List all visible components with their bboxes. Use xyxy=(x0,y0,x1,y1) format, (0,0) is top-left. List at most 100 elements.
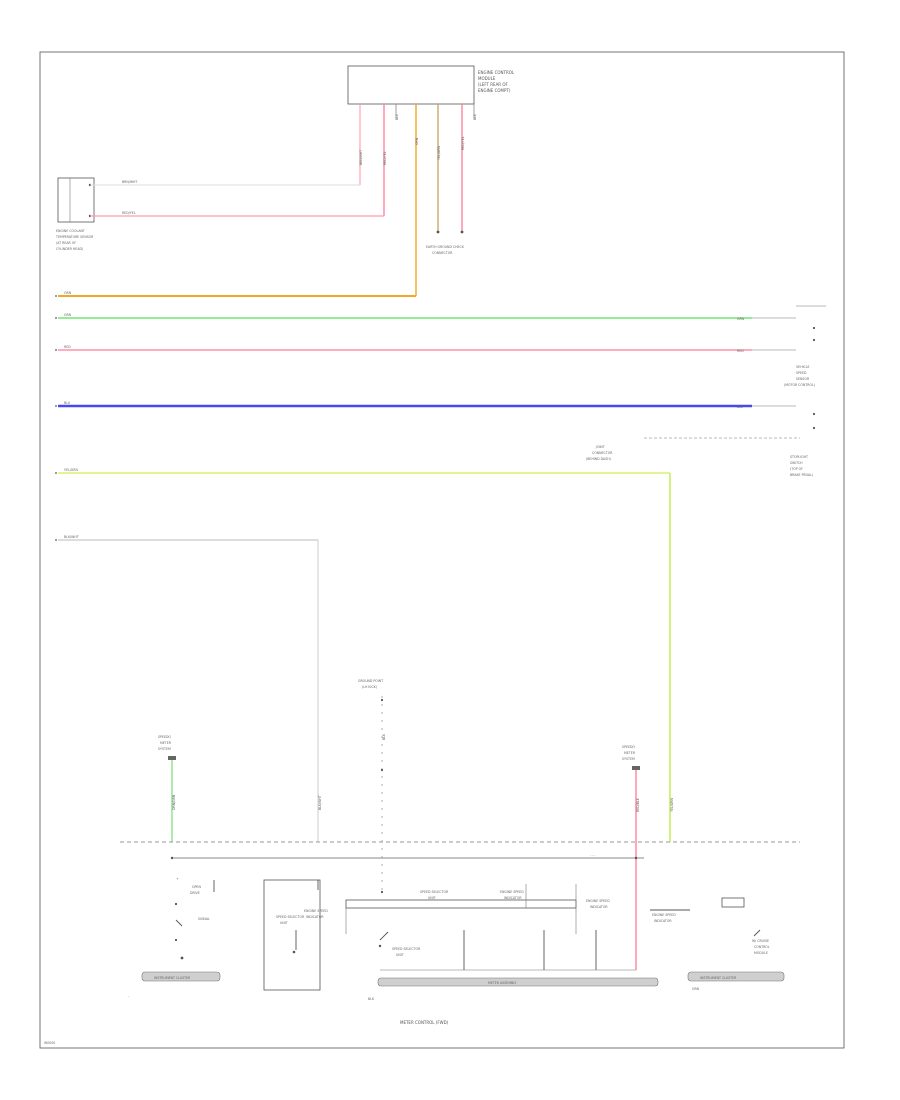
meter-title-1: SPEED SELECTOR xyxy=(420,890,449,894)
coolant-temperature-sensor: BRN/WHT RED/YEL ENGINE COOLANT TEMPERATU… xyxy=(55,177,384,251)
bottom-pad-note: GRN xyxy=(692,987,700,991)
meter-title-4: INDICATOR xyxy=(504,896,522,900)
right-connector-2: SWITCH xyxy=(790,461,803,465)
wire-gray-label: BLK/WHT xyxy=(64,535,79,539)
page-code: W0000 xyxy=(44,1041,55,1045)
meter-title-3: ENGINE SPEED xyxy=(500,890,524,894)
pad-2-note: BLK xyxy=(368,997,375,1001)
pin-label-7: BLK xyxy=(473,113,477,120)
right-sensor-2: SPEED xyxy=(796,371,807,375)
earth-ground-check-connector: EARTH GROUND CHECK CONNECTOR xyxy=(426,245,465,255)
right-bottom-connector-1: SPEEDO xyxy=(622,745,635,749)
right-tag-red: RED xyxy=(737,349,744,353)
pin-label-1: BRN/WHT xyxy=(359,150,363,165)
pad-3-label: INSTRUMENT CLUSTER xyxy=(700,976,737,980)
joint-label-2: CONNECTOR xyxy=(592,451,613,455)
meter-block-4: INDICATOR xyxy=(306,915,324,919)
meter-sub-4: INDICATOR xyxy=(590,905,608,909)
bottom-right-1: W/ CRUISE xyxy=(752,939,769,943)
left-speedo-connector: SPEEDO METER SYSTEM ORN/GRN BLK/WHT xyxy=(158,735,322,842)
wire-orange-label: ORN xyxy=(64,291,72,295)
sensor-wire-bottom: RED/YEL xyxy=(122,211,136,215)
meter-sub-6: INDICATOR xyxy=(654,919,672,923)
left-box-1: OPEN xyxy=(192,885,201,889)
sensor-label-3: (AT REAR OF xyxy=(56,241,76,245)
left-connector-1: SPEEDO xyxy=(158,735,171,739)
meter-sub-3: ENGINE SPEED xyxy=(586,899,610,903)
pin-label-6: RED/YEL xyxy=(461,136,465,150)
main-meter-block: SPEED SELECTOR UNIT ENGINE SPEED INDICAT… xyxy=(345,884,690,971)
ecm-label-2: MODULE xyxy=(478,76,496,81)
right-tag-grn: GRN xyxy=(737,317,745,321)
pad-1-label: INSTRUMENT CLUSTER xyxy=(154,976,191,980)
right-speedo-connector: SPEEDO METER SYSTEM RED/BLK YEL/GRN xyxy=(622,745,674,970)
pad-2-label: METER ASSEMBLY xyxy=(488,981,516,985)
ground-label-2: CONNECTOR xyxy=(432,251,453,255)
pin-label-3: BLU xyxy=(395,113,399,120)
diagram-frame xyxy=(39,51,845,1049)
vehicle-speed-sensor: GRN RED BLU VEHICLE SPEED SENSOR (MOTOR … xyxy=(737,305,826,409)
wire-blue-label: BLU xyxy=(64,401,71,405)
meter-sub-5: ENGINE SPEED xyxy=(652,913,676,917)
minus-sign: - xyxy=(128,994,129,998)
sensor-label-1: ENGINE COOLANT xyxy=(56,229,85,233)
right-sensor-4: (MOTOR CONTROL) xyxy=(784,383,815,387)
meter-block-2: UNIT xyxy=(280,921,288,925)
right-connector-4: BRAKE PEDAL) xyxy=(790,473,813,477)
speed-selector-block: SPEED SELECTOR UNIT ENGINE SPEED INDICAT… xyxy=(263,879,328,991)
pin-label-2: RED/YEL xyxy=(383,151,387,165)
joint-label-3: (BEHIND DASH) xyxy=(586,457,611,461)
left-box-2: DRIVE xyxy=(190,891,200,895)
right-sensor-3: SENSOR xyxy=(796,377,810,381)
wire-red-label: RED xyxy=(64,345,71,349)
ecm-label-3: (LEFT REAR OF xyxy=(478,82,509,87)
cruise-control-module: W/ CRUISE CONTROL MODULE xyxy=(721,897,770,955)
ecm-label-4: ENGINE COMPT) xyxy=(478,88,511,93)
left-connector-2: METER xyxy=(160,741,172,745)
pin-label-4: ORN xyxy=(415,137,419,145)
bottom-pads: INSTRUMENT CLUSTER METER ASSEMBLY INSTRU… xyxy=(128,971,785,1001)
sensor-wire-top: BRN/WHT xyxy=(122,180,137,184)
plus-sign: + xyxy=(176,877,179,881)
center-feed: GROUND POINT (LH KICK) BLK xyxy=(358,679,386,894)
center-connector-1: GROUND POINT xyxy=(358,679,383,683)
left-connector-3: SYSTEM xyxy=(158,747,171,751)
bottom-title: METER CONTROL (FWD) xyxy=(400,1020,449,1025)
right-bottom-connector-2: METER xyxy=(624,751,636,755)
right-connector-3: (TOP OF xyxy=(790,467,803,471)
sensor-label-4: CYLINDER HEAD) xyxy=(56,247,83,251)
meter-sub-2: UNIT xyxy=(396,953,404,957)
right-tag-blu: BLU xyxy=(737,405,744,409)
wire-green-label: GRN xyxy=(64,313,72,317)
wire-yellow-label: YEL/GRN xyxy=(64,468,78,472)
center-feed-label: BLK xyxy=(382,733,386,740)
vertical-wire-4: YEL/GRN xyxy=(670,798,674,812)
left-indicator-block: + OPEN DRIVE SIGNAL xyxy=(174,877,215,960)
meter-sub-1: SPEED SELECTOR xyxy=(392,947,421,951)
meter-block-1: SPEED SELECTOR xyxy=(276,915,305,919)
center-connector-2: (LH KICK) xyxy=(362,685,377,689)
ground-label-1: EARTH GROUND CHECK xyxy=(426,245,465,249)
left-box-3: SIGNAL xyxy=(198,917,210,921)
meter-block-3: ENGINE SPEED xyxy=(304,909,328,913)
bottom-right-2: CONTROL xyxy=(754,945,770,949)
sensor-label-2: TEMPERATURE SENSOR xyxy=(55,235,94,239)
pin-label-5: YEL/GRN xyxy=(437,146,441,160)
bus-dashes: - - - xyxy=(590,853,595,857)
right-bottom-connector-3: SYSTEM xyxy=(622,757,635,761)
ecm-label-1: ENGINE CONTROL xyxy=(478,70,515,75)
engine-control-module: ENGINE CONTROL MODULE (LEFT REAR OF ENGI… xyxy=(347,65,515,105)
right-connector-1: STOPLIGHT xyxy=(790,455,808,459)
ecm-pins: BRN/WHT RED/YEL BLU ORN YEL/GRN RED/YEL … xyxy=(359,104,477,296)
joint-connector: JOINT CONNECTOR (BEHIND DASH) xyxy=(586,445,613,461)
joint-label-1: JOINT xyxy=(595,445,605,449)
bottom-right-3: MODULE xyxy=(754,951,768,955)
vertical-wire-1: ORN/GRN xyxy=(172,794,176,810)
stoplight-switch-connector: STOPLIGHT SWITCH (TOP OF BRAKE PEDAL) xyxy=(644,412,816,477)
right-sensor-1: VEHICLE xyxy=(796,365,810,369)
vertical-wire-3: RED/BLK xyxy=(636,797,640,812)
meter-title-2: UNIT xyxy=(428,896,436,900)
bus-wires: ORN GRN RED BLU YEL/GRN BLK/WHT xyxy=(55,291,752,842)
vertical-wire-2: BLK/WHT xyxy=(318,795,322,810)
